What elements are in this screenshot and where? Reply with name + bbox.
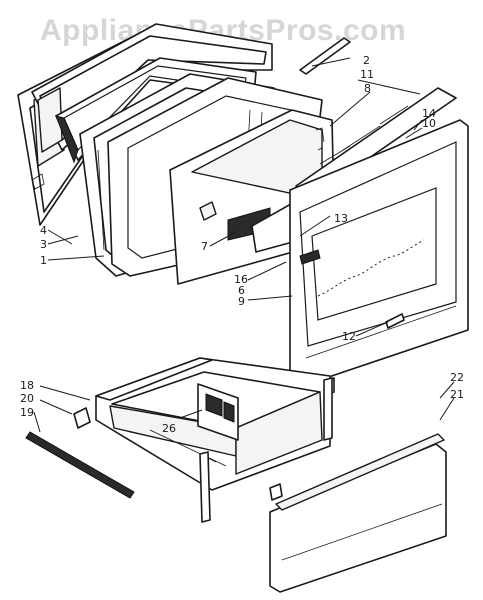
callout-14: 14 — [422, 107, 436, 120]
callout-2: 2 — [363, 54, 370, 67]
drawer-slide-strip — [25, 407, 283, 501]
callout-12: 12 — [342, 330, 356, 343]
callout-1: 1 — [40, 254, 47, 267]
callout-11: 11 — [360, 68, 374, 81]
callout-7: 7 — [201, 240, 208, 253]
callout-18: 18 — [20, 379, 34, 392]
callout-labels: 1 2 3 4 6 7 8 9 10 11 12 13 14 16 18 19 … — [20, 54, 464, 435]
drawer-front-panel — [269, 433, 447, 593]
drawer-divider — [197, 383, 239, 441]
callout-13: 13 — [334, 212, 348, 225]
callout-19: 19 — [20, 406, 34, 419]
callout-16: 16 — [234, 273, 248, 286]
callout-22: 22 — [450, 371, 464, 384]
leader-lines — [33, 57, 455, 433]
callout-3: 3 — [40, 238, 47, 251]
callout-10: 10 — [422, 117, 436, 130]
callout-20: 20 — [20, 392, 34, 405]
callout-21: 21 — [450, 388, 464, 401]
callout-8: 8 — [364, 82, 371, 95]
callout-9: 9 — [238, 295, 245, 308]
callout-6: 6 — [238, 284, 245, 297]
drawer-side-rail — [199, 377, 333, 523]
callout-26: 26 — [162, 422, 176, 435]
main-door-front — [289, 119, 469, 397]
callout-4: 4 — [40, 224, 47, 237]
door-window-glass — [227, 199, 301, 253]
